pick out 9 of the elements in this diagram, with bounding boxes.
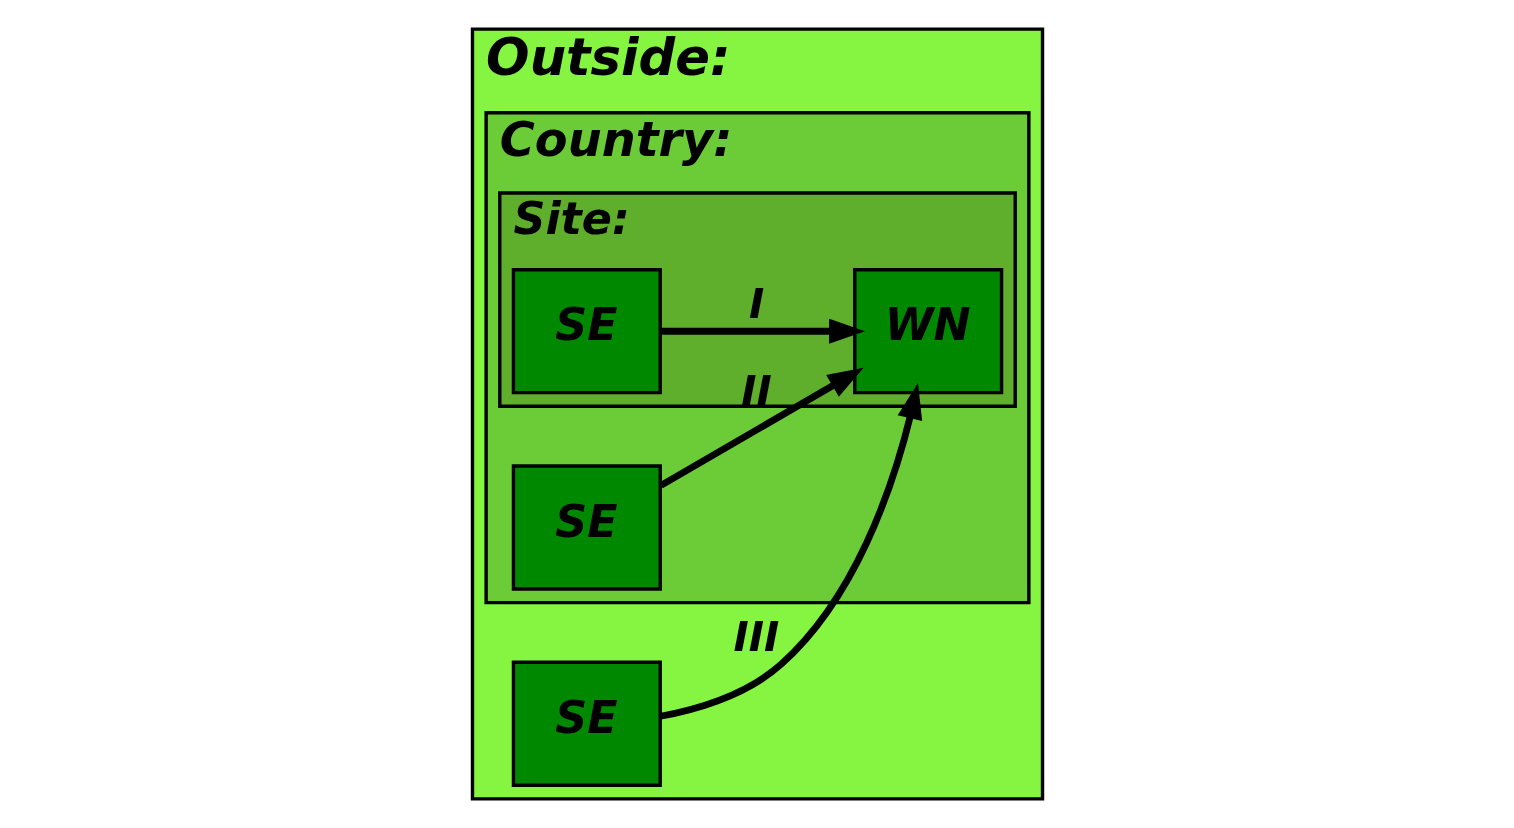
- edge-label: I: [748, 279, 764, 328]
- arrow: [659, 383, 922, 720]
- node-box: SE: [511, 660, 662, 787]
- node-box: SE: [511, 464, 662, 591]
- node-box: SE: [511, 268, 662, 395]
- arrow: [660, 318, 865, 344]
- edge-label: III: [733, 612, 779, 661]
- node-box: WN: [852, 268, 1003, 395]
- arrow: [658, 367, 864, 489]
